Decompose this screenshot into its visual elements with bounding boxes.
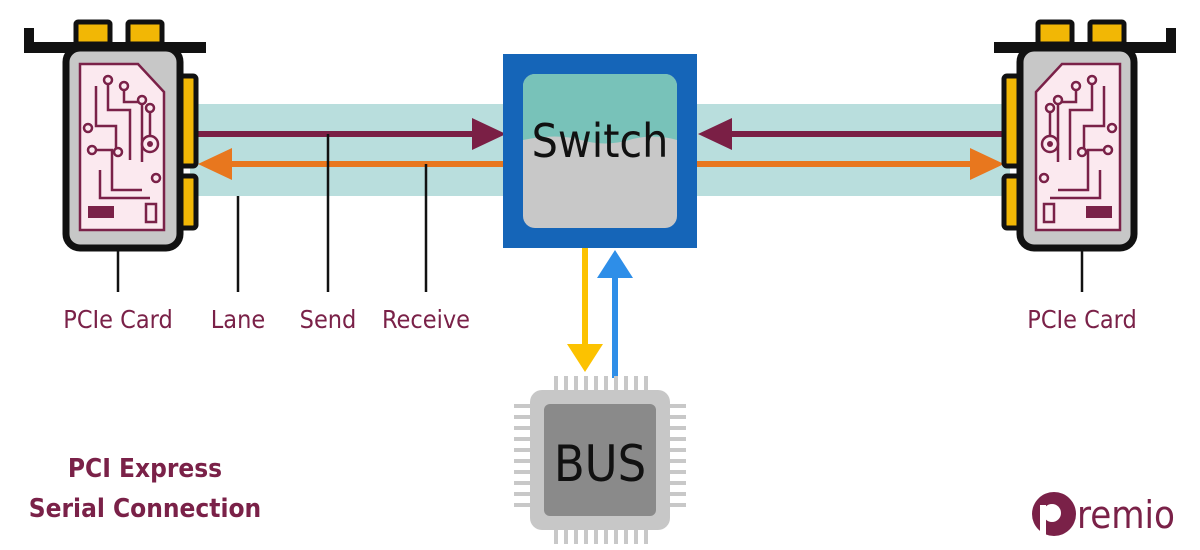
switch-box: Switch xyxy=(503,54,697,248)
chip-pin xyxy=(670,459,686,463)
chip-pin xyxy=(670,404,686,408)
chip-pin xyxy=(670,492,686,496)
chip-pin xyxy=(514,415,530,419)
pcie-card-left-label: PCIe Card xyxy=(63,305,172,334)
lane-band-right xyxy=(690,104,1010,196)
chip-pin xyxy=(604,530,608,544)
bus-down-arrow xyxy=(567,248,603,372)
pcie-card-right-label: PCIe Card xyxy=(1027,305,1136,334)
bus-chip: BUS xyxy=(514,376,686,544)
chip-pin xyxy=(670,481,686,485)
pcie-card-left xyxy=(24,19,206,292)
chip-pin xyxy=(554,530,558,544)
pcie-card-right xyxy=(994,19,1176,292)
caption-line1: PCI Express xyxy=(68,454,222,484)
chip-pin xyxy=(574,376,578,390)
chip-pin xyxy=(670,415,686,419)
chip-pin xyxy=(624,530,628,544)
receive-arrow-left xyxy=(198,148,508,180)
lane-band-left xyxy=(190,104,510,196)
chip-pin xyxy=(644,530,648,544)
chip-pin xyxy=(644,376,648,390)
chip-pin xyxy=(584,530,588,544)
chip-pin xyxy=(594,530,598,544)
chip-pin xyxy=(670,470,686,474)
caption-line2: Serial Connection xyxy=(29,494,261,524)
chip-pin xyxy=(514,437,530,441)
chip-pin xyxy=(634,376,638,390)
chip-pin xyxy=(614,530,618,544)
chip-pin xyxy=(670,437,686,441)
lane-label: Lane xyxy=(211,305,265,334)
chip-pin xyxy=(594,376,598,390)
chip-pin xyxy=(514,459,530,463)
chip-pin xyxy=(514,481,530,485)
receive-label: Receive xyxy=(382,305,470,334)
chip-pin xyxy=(614,376,618,390)
bus-up-arrow xyxy=(597,250,633,378)
chip-pin xyxy=(514,492,530,496)
chip-pin xyxy=(604,376,608,390)
chip-pin xyxy=(564,530,568,544)
chip-pin xyxy=(514,404,530,408)
chip-pin xyxy=(624,376,628,390)
chip-pin xyxy=(574,530,578,544)
send-label: Send xyxy=(300,305,357,334)
send-arrow-left xyxy=(198,118,506,150)
receive-arrow-right xyxy=(696,148,1004,180)
logo-text: remio xyxy=(1077,493,1175,537)
chip-pin xyxy=(634,530,638,544)
chip-pin xyxy=(514,448,530,452)
send-arrow-right xyxy=(698,118,1004,150)
chip-pin xyxy=(554,376,558,390)
chip-pin xyxy=(670,426,686,430)
chip-pin xyxy=(514,470,530,474)
bus-label: BUS xyxy=(554,435,646,493)
chip-pin xyxy=(584,376,588,390)
premio-logo: remio xyxy=(1032,492,1175,537)
chip-pin xyxy=(670,448,686,452)
switch-label: Switch xyxy=(532,114,669,168)
chip-pin xyxy=(514,503,530,507)
chip-pin xyxy=(514,426,530,430)
chip-pin xyxy=(564,376,568,390)
chip-pin xyxy=(670,503,686,507)
